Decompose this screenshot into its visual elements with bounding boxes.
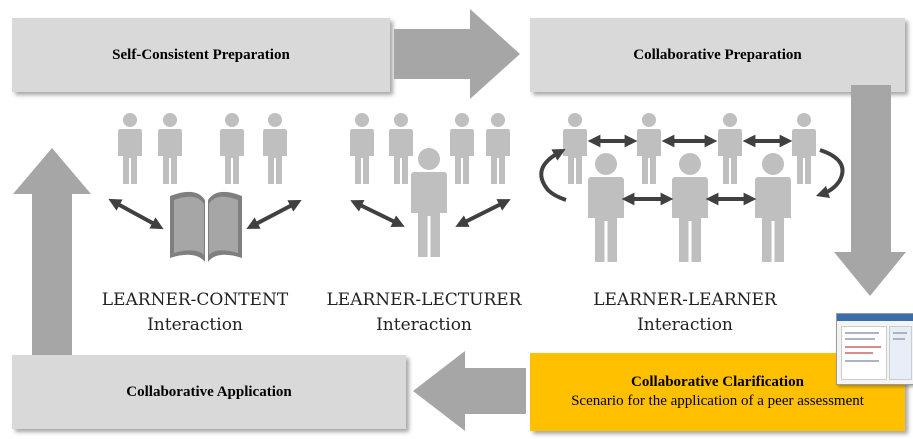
caption-line2: Interaction bbox=[376, 315, 472, 335]
learner-content-group bbox=[118, 113, 287, 184]
person-icon bbox=[792, 113, 816, 184]
caption-line2: Interaction bbox=[637, 315, 733, 335]
thumbnail-side-pane bbox=[889, 326, 912, 380]
person-icon bbox=[755, 153, 791, 262]
flow-arrow-down-icon bbox=[834, 85, 906, 296]
learner-lecturer-caption: LEARNER-LECTURER Interaction bbox=[314, 288, 534, 338]
double-arrow-icon bbox=[246, 200, 302, 229]
person-icon bbox=[672, 153, 708, 262]
person-icon bbox=[450, 113, 474, 184]
caption-line1: LEARNER-LECTURER bbox=[326, 290, 522, 310]
double-arrow-icon bbox=[108, 198, 164, 230]
person-icon bbox=[563, 113, 587, 184]
learner-learner-caption: LEARNER-LEARNER Interaction bbox=[585, 288, 785, 338]
double-arrow-icon bbox=[350, 200, 405, 227]
caption-line2: Interaction bbox=[147, 315, 243, 335]
thumbnail-line bbox=[893, 332, 907, 334]
flow-arrow-left-icon bbox=[413, 351, 526, 431]
person-icon bbox=[588, 153, 624, 262]
person-icon bbox=[118, 113, 142, 184]
person-icon bbox=[637, 113, 661, 184]
person-icon bbox=[350, 113, 374, 184]
flow-arrow-right-icon bbox=[394, 9, 520, 99]
self-consistent-preparation-box: Self-Consistent Preparation bbox=[12, 18, 390, 92]
collaborative-clarification-subtitle: Scenario for the application of a peer a… bbox=[571, 393, 864, 409]
collaborative-preparation-label: Collaborative Preparation bbox=[633, 46, 802, 63]
thumbnail-line bbox=[845, 338, 875, 340]
peer-exchange-arrows bbox=[539, 134, 845, 206]
person-icon bbox=[718, 113, 742, 184]
person-icon bbox=[389, 113, 413, 184]
learner-learner-group bbox=[563, 113, 816, 262]
circular-arrow-left-icon bbox=[539, 148, 567, 202]
person-icon bbox=[158, 113, 182, 184]
person-icon bbox=[486, 113, 510, 184]
thumbnail-line bbox=[845, 346, 881, 348]
learner-lecturer-group bbox=[350, 113, 510, 257]
person-icon bbox=[263, 113, 287, 184]
thumbnail-line bbox=[845, 352, 873, 354]
learner-content-caption: LEARNER-CONTENT Interaction bbox=[90, 288, 300, 338]
thumbnail-line bbox=[845, 360, 879, 362]
collaborative-preparation-box: Collaborative Preparation bbox=[530, 18, 905, 92]
caption-line1: LEARNER-CONTENT bbox=[101, 290, 289, 310]
collaborative-clarification-title: Collaborative Clarification bbox=[631, 374, 804, 390]
caption-line1: LEARNER-LEARNER bbox=[593, 290, 777, 310]
thumbnail-titlebar bbox=[837, 314, 913, 321]
self-consistent-preparation-label: Self-Consistent Preparation bbox=[112, 46, 290, 63]
thumbnail-line bbox=[845, 332, 879, 334]
collaborative-application-box: Collaborative Application bbox=[12, 355, 406, 429]
thumbnail-line bbox=[893, 338, 905, 340]
circular-arrow-right-icon bbox=[815, 148, 845, 199]
double-arrow-icon bbox=[455, 199, 511, 227]
person-icon bbox=[220, 113, 244, 184]
flow-arrow-up-icon bbox=[13, 148, 91, 355]
screenshot-thumbnail bbox=[836, 313, 913, 385]
collaborative-application-label: Collaborative Application bbox=[126, 383, 292, 400]
lecturer-icon bbox=[411, 148, 447, 257]
book-icon bbox=[170, 191, 242, 262]
